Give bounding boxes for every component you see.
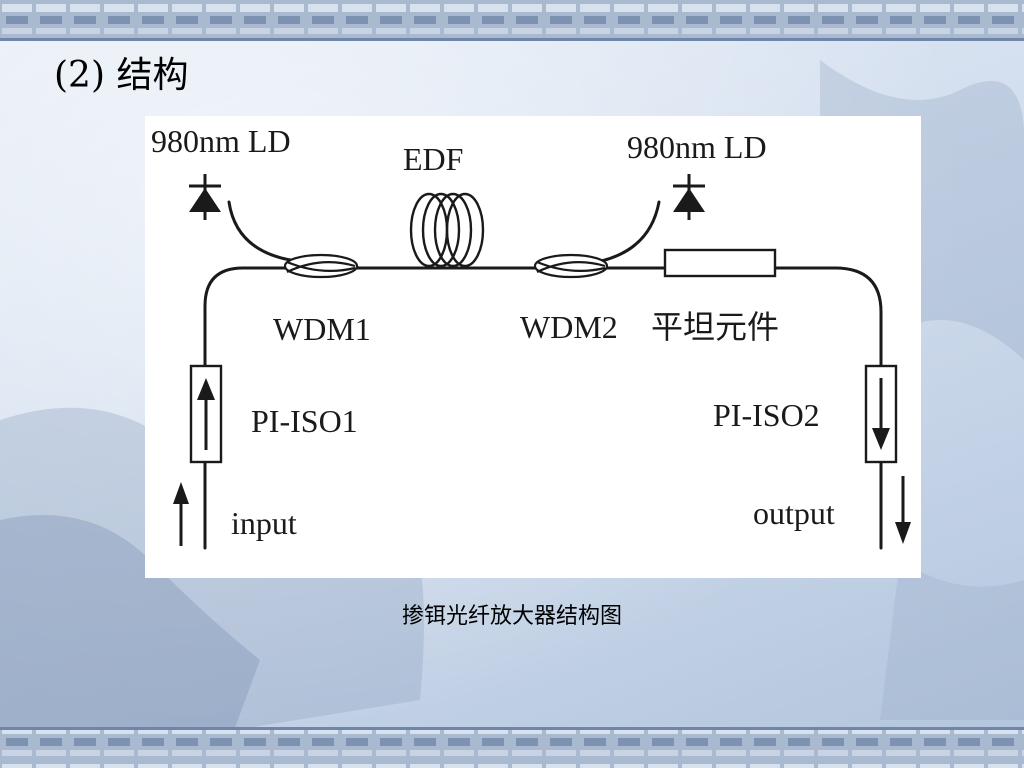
edfa-diagram-svg: 980nm LD EDF 980nm LD WDM1 WDM2 平坦元件 PI-… <box>151 123 911 550</box>
wdm2-coupler <box>533 253 609 279</box>
slide-title: (2) 结构 <box>54 55 189 96</box>
fiber-after-flat <box>773 266 883 550</box>
fiber-left-vertical <box>203 266 287 550</box>
iso1-label: PI-ISO1 <box>251 403 358 439</box>
figure-caption: 掺铒光纤放大器结构图 <box>401 604 622 629</box>
flattening-element-label: 平坦元件 <box>651 309 779 345</box>
output-arrow-icon <box>895 476 911 544</box>
pump-right-label: 980nm LD <box>627 129 767 165</box>
isolator-2 <box>864 364 898 464</box>
pump-right-diode-icon <box>673 174 705 220</box>
wdm1-label: WDM1 <box>273 311 371 347</box>
pump-left-label: 980nm LD <box>151 123 291 159</box>
edf-label: EDF <box>403 141 463 177</box>
isolator-1 <box>189 364 223 464</box>
wdm2-label: WDM2 <box>520 309 618 345</box>
output-label: output <box>753 495 835 531</box>
input-label: input <box>231 505 297 541</box>
input-arrow-icon <box>173 482 189 546</box>
top-border-band <box>0 0 1024 38</box>
flattening-element <box>663 248 777 278</box>
bottom-border-band <box>0 730 1024 768</box>
pump-left-diode-icon <box>189 174 221 220</box>
edfa-diagram: 980nm LD EDF 980nm LD WDM1 WDM2 平坦元件 PI-… <box>145 116 921 578</box>
iso2-label: PI-ISO2 <box>713 397 820 433</box>
edf-coil <box>409 192 485 268</box>
wdm1-coupler <box>283 253 359 279</box>
